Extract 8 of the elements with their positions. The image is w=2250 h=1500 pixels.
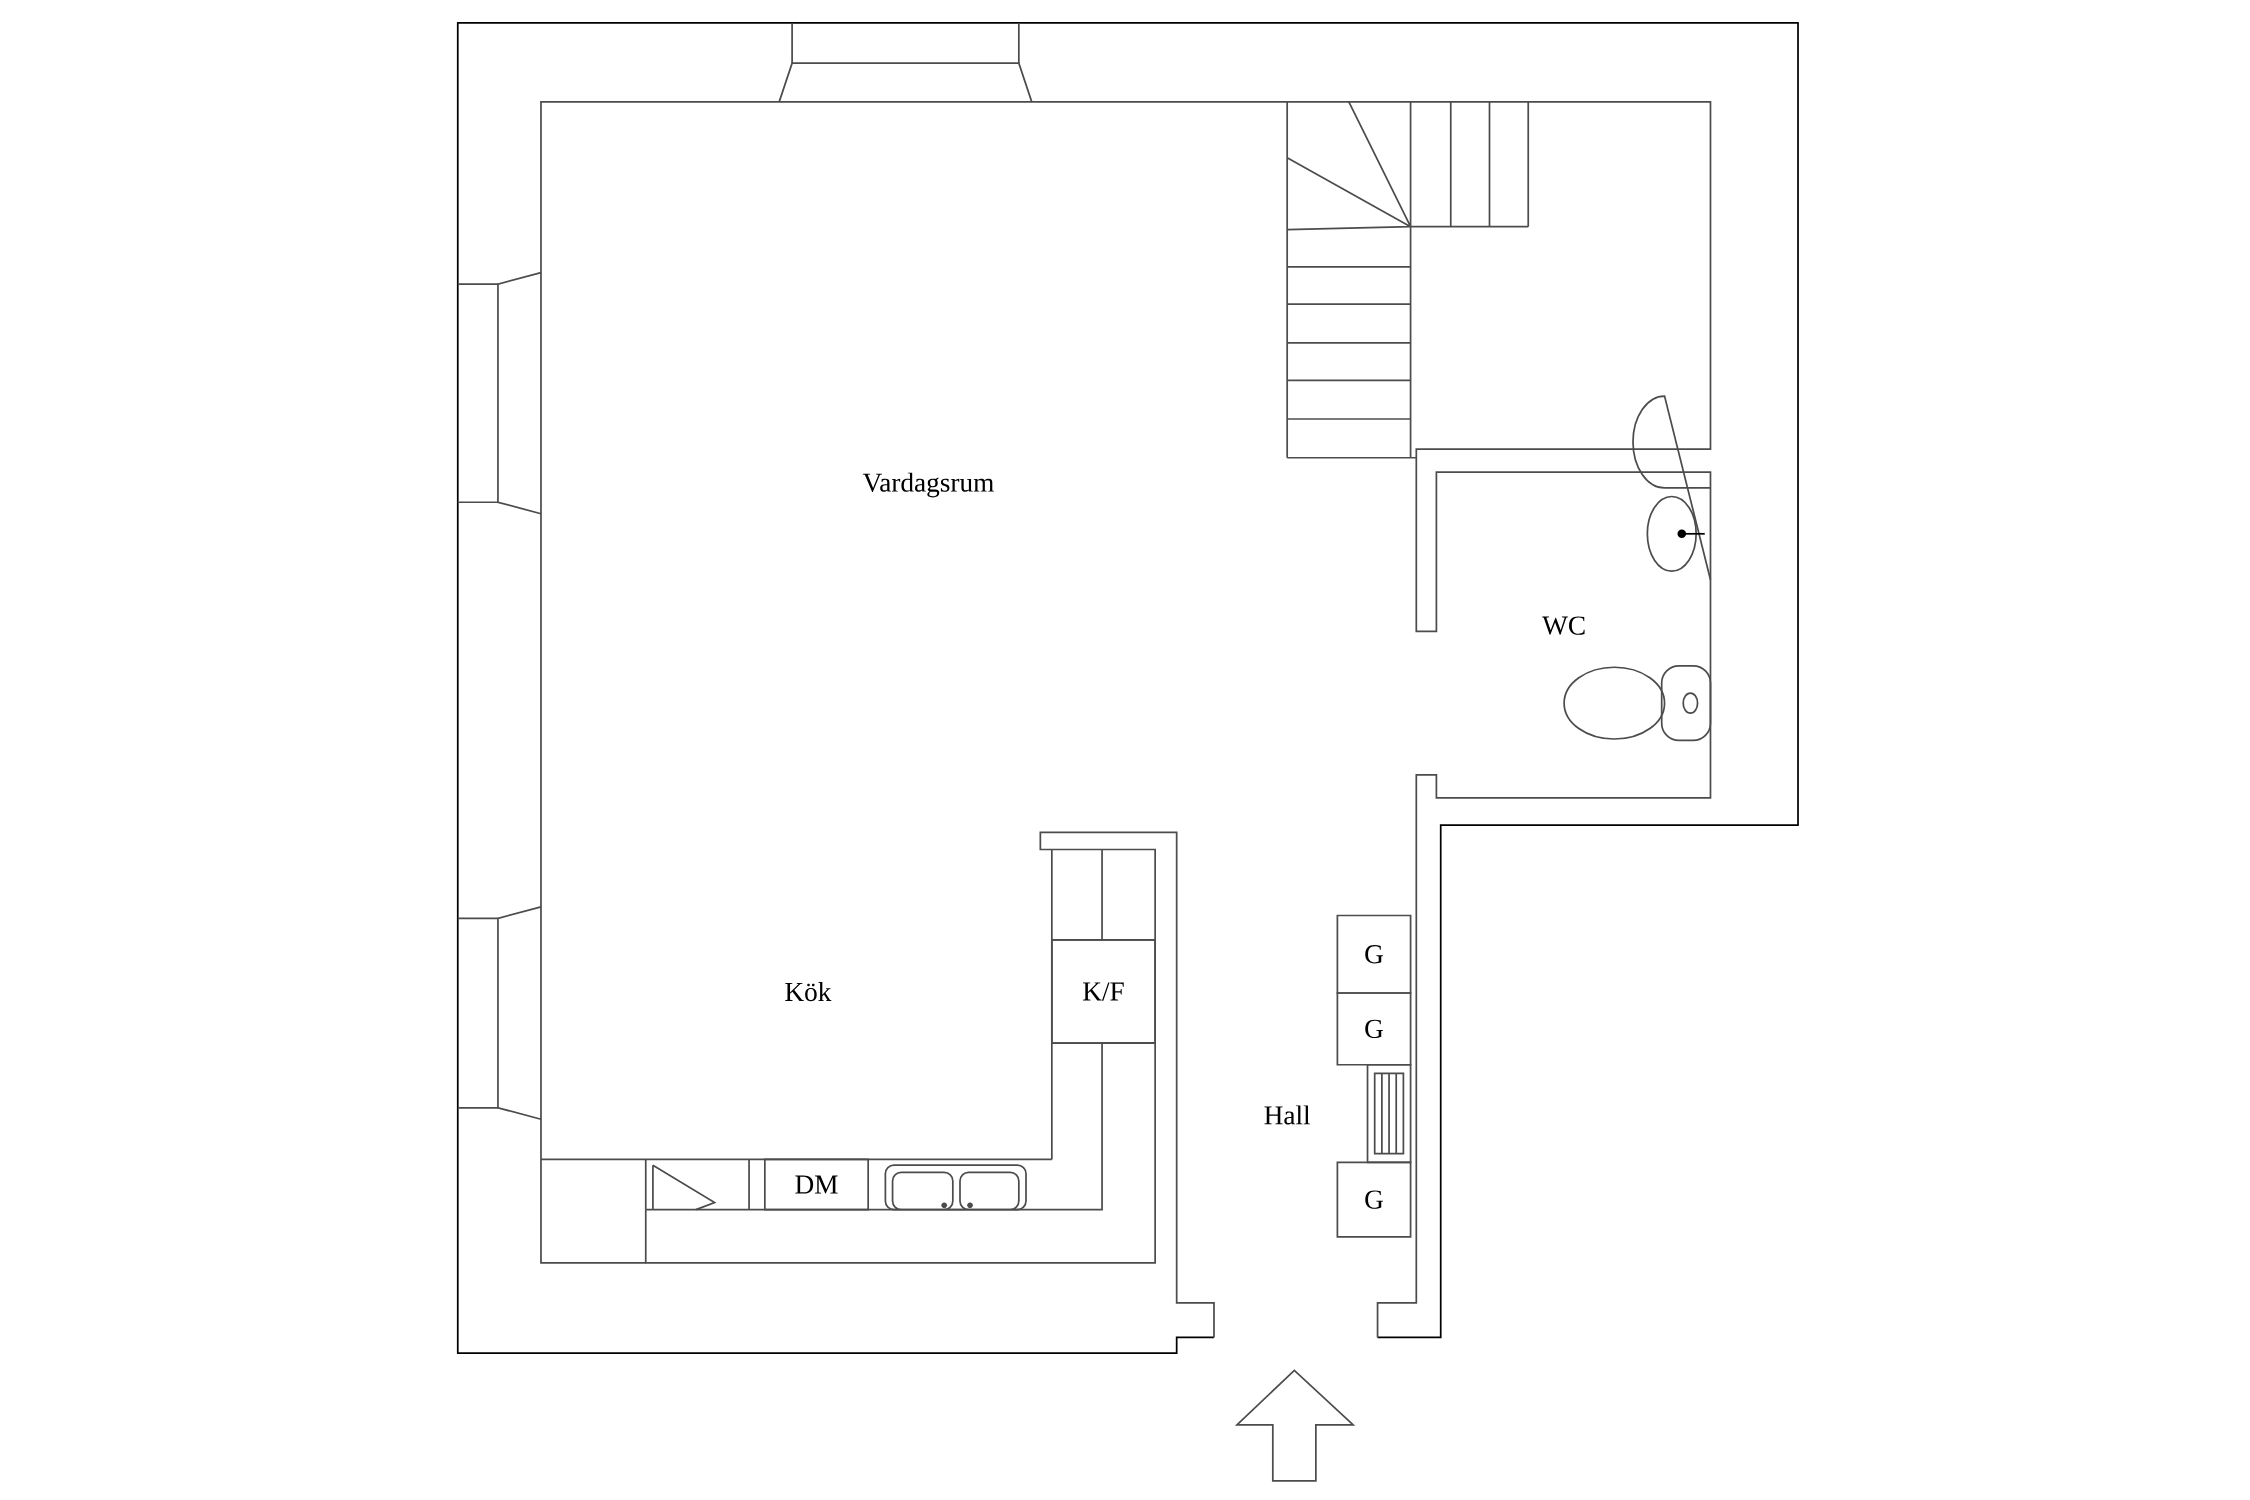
cabinet-box: G <box>1336 992 1412 1066</box>
room-label: Hall <box>1264 1105 1311 1125</box>
cabinet-box: G <box>1336 1161 1412 1239</box>
cabinet-box: G <box>1336 914 1412 995</box>
room-label: WC <box>1542 616 1585 636</box>
room-label: Vardagsrum <box>862 472 994 498</box>
cabinet-box: DM <box>764 1158 869 1211</box>
room-label: Kök <box>785 982 832 1002</box>
